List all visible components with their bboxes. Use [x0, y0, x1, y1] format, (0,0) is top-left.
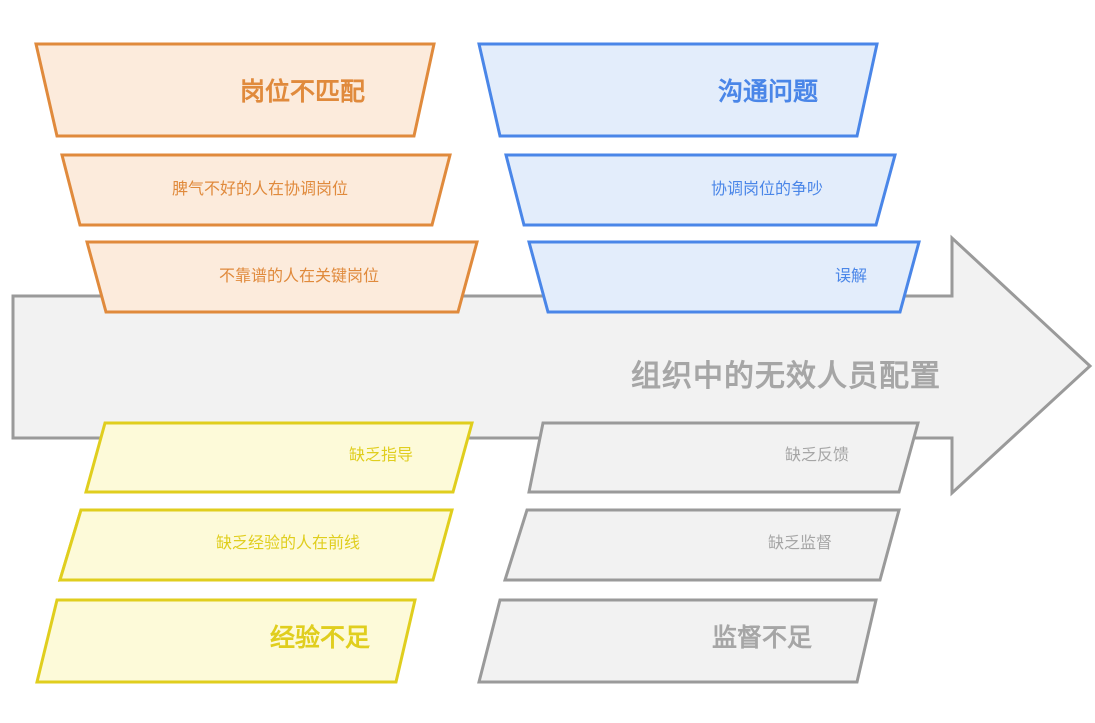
bar-job-mismatch-item-1[interactable] [85, 240, 479, 314]
bar-supervision-heading[interactable] [477, 598, 878, 684]
bar-communication-item-0[interactable] [504, 153, 897, 227]
bar-communication-item-1[interactable] [527, 240, 921, 314]
bar-communication-heading[interactable] [477, 42, 879, 138]
bar-experience-heading[interactable] [35, 598, 417, 684]
bar-experience-item-1-fix[interactable] [57, 508, 454, 582]
arrow-title: 组织中的无效人员配置 [631, 360, 941, 393]
bar-supervision-item-0[interactable] [527, 421, 920, 494]
bar-job-mismatch-heading[interactable] [34, 42, 436, 138]
bar-supervision-item-1[interactable] [502, 508, 901, 582]
bar-experience-item-0[interactable] [84, 421, 474, 494]
bar-job-mismatch-item-0[interactable] [60, 153, 452, 227]
